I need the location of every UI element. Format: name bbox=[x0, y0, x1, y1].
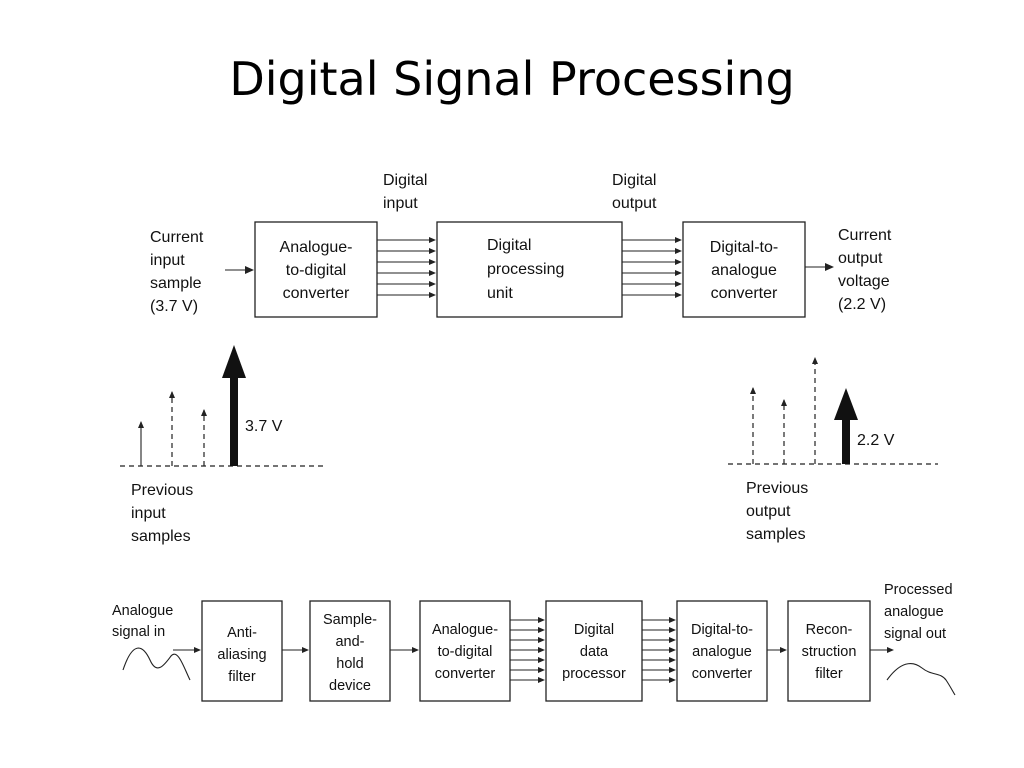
svg-text:(3.7 V): (3.7 V) bbox=[150, 298, 198, 315]
svg-text:input: input bbox=[150, 252, 185, 269]
anti-aliasing-filter-block: Anti- aliasing filter bbox=[201, 600, 283, 702]
svg-text:processor: processor bbox=[562, 666, 626, 682]
svg-text:Anti-: Anti- bbox=[227, 625, 257, 641]
signal-out-label: Processed analogue signal out bbox=[884, 582, 953, 642]
signal-in-label: Analogue signal in bbox=[112, 603, 173, 640]
svg-text:Previous: Previous bbox=[746, 480, 808, 497]
svg-text:Digital: Digital bbox=[612, 172, 656, 189]
svg-text:device: device bbox=[329, 678, 371, 694]
svg-text:samples: samples bbox=[131, 528, 191, 545]
output-samples-plot: 2.2 V Previous output samples bbox=[728, 357, 938, 543]
svg-text:and-: and- bbox=[335, 634, 364, 650]
svg-text:converter: converter bbox=[692, 666, 753, 682]
bottom-adc-block: Analogue- to-digital converter bbox=[419, 600, 511, 702]
svg-text:aliasing: aliasing bbox=[217, 647, 266, 663]
current-output-sample-stem bbox=[842, 418, 850, 464]
digital-data-processor-block: Digital data processor bbox=[545, 600, 643, 702]
input-value-label: 3.7 V bbox=[245, 418, 283, 435]
top-dpu-block: Digital processing unit bbox=[436, 221, 623, 318]
bottom-dac-bus bbox=[642, 617, 676, 683]
svg-text:converter: converter bbox=[711, 285, 778, 302]
svg-text:Digital: Digital bbox=[574, 622, 614, 638]
top-adc-block: Analogue- to-digital converter bbox=[254, 221, 378, 318]
svg-text:processing: processing bbox=[487, 261, 564, 278]
svg-text:Analogue: Analogue bbox=[112, 603, 173, 619]
digital-output-bus bbox=[622, 237, 682, 298]
svg-text:data: data bbox=[580, 644, 609, 660]
sample-and-hold-block: Sample- and- hold device bbox=[309, 600, 391, 702]
top-dac-block: Digital-to- analogue converter bbox=[682, 221, 806, 318]
svg-text:output: output bbox=[838, 250, 883, 267]
svg-text:Processed: Processed bbox=[884, 582, 953, 598]
svg-text:Sample-: Sample- bbox=[323, 612, 377, 628]
current-input-sample-stem bbox=[230, 376, 238, 466]
svg-text:analogue: analogue bbox=[692, 644, 752, 660]
svg-text:converter: converter bbox=[283, 285, 350, 302]
svg-text:Current: Current bbox=[150, 229, 204, 246]
svg-text:output: output bbox=[746, 503, 791, 520]
current-output-sample-head bbox=[834, 388, 858, 420]
analogue-in-waveform bbox=[122, 647, 191, 681]
digital-input-bus bbox=[377, 237, 436, 298]
svg-text:voltage: voltage bbox=[838, 273, 890, 290]
svg-text:hold: hold bbox=[336, 656, 363, 672]
svg-text:filter: filter bbox=[228, 669, 256, 685]
bottom-dac-block: Digital-to- analogue converter bbox=[676, 600, 768, 702]
svg-text:Current: Current bbox=[838, 227, 892, 244]
output-samples-caption: Previous output samples bbox=[746, 480, 808, 543]
svg-text:input: input bbox=[131, 505, 166, 522]
top-output-label: Current output voltage (2.2 V) bbox=[838, 227, 892, 313]
svg-text:unit: unit bbox=[487, 285, 513, 302]
svg-text:Digital-to-: Digital-to- bbox=[691, 622, 753, 638]
svg-text:Analogue-: Analogue- bbox=[432, 622, 498, 638]
svg-text:samples: samples bbox=[746, 526, 806, 543]
svg-text:to-digital: to-digital bbox=[438, 644, 493, 660]
svg-text:Previous: Previous bbox=[131, 482, 193, 499]
svg-text:signal in: signal in bbox=[112, 624, 165, 640]
svg-text:analogue: analogue bbox=[711, 262, 777, 279]
svg-text:(2.2 V): (2.2 V) bbox=[838, 296, 886, 313]
slide-title: Digital Signal Processing bbox=[229, 52, 795, 106]
svg-text:to-digital: to-digital bbox=[286, 262, 346, 279]
reconstruction-filter-block: Recon- struction filter bbox=[787, 600, 871, 702]
top-digital-output-label: Digital output bbox=[612, 172, 657, 212]
svg-text:signal out: signal out bbox=[884, 626, 946, 642]
top-input-label: Current input sample (3.7 V) bbox=[150, 229, 204, 315]
top-digital-input-label: Digital input bbox=[383, 172, 427, 212]
svg-text:filter: filter bbox=[815, 666, 843, 682]
svg-text:output: output bbox=[612, 195, 657, 212]
svg-text:input: input bbox=[383, 195, 418, 212]
svg-text:Digital: Digital bbox=[487, 237, 531, 254]
svg-text:Digital: Digital bbox=[383, 172, 427, 189]
input-samples-caption: Previous input samples bbox=[131, 482, 193, 545]
svg-text:Digital-to-: Digital-to- bbox=[710, 239, 778, 256]
output-value-label: 2.2 V bbox=[857, 432, 895, 449]
bottom-adc-bus bbox=[510, 617, 545, 683]
current-input-sample-head bbox=[222, 345, 246, 378]
svg-text:Recon-: Recon- bbox=[806, 622, 853, 638]
svg-text:sample: sample bbox=[150, 275, 202, 292]
analogue-out-waveform bbox=[886, 662, 956, 696]
input-samples-plot: 3.7 V Previous input samples bbox=[120, 345, 325, 545]
svg-text:Analogue-: Analogue- bbox=[280, 239, 353, 256]
svg-text:analogue: analogue bbox=[884, 604, 944, 620]
svg-text:converter: converter bbox=[435, 666, 496, 682]
svg-text:struction: struction bbox=[802, 644, 857, 660]
